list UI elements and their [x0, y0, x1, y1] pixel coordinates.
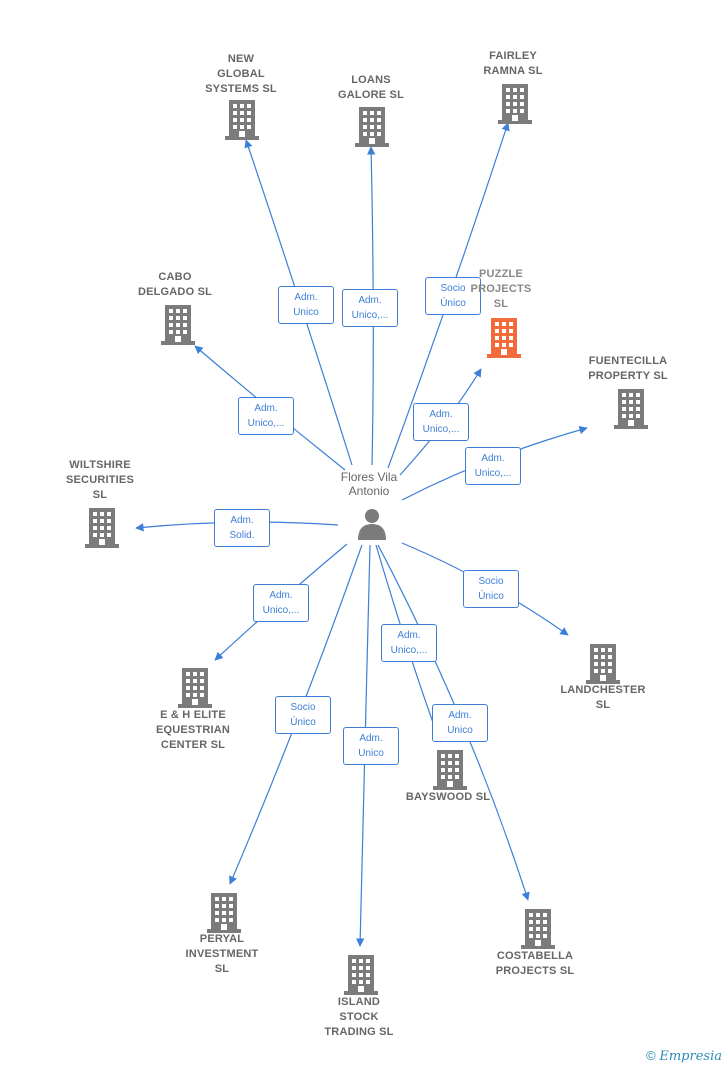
relation-badge-costabella[interactable]: Adm. Unico: [432, 704, 488, 742]
relation-badge-wiltshire[interactable]: Adm. Solid.: [214, 509, 270, 547]
relation-badge-cabo[interactable]: Adm. Unico,...: [238, 397, 294, 435]
relation-badge-eh-elite[interactable]: Adm. Unico,...: [253, 584, 309, 622]
building-icon[interactable]: [355, 107, 389, 147]
company-label-island[interactable]: ISLAND STOCK TRADING SL: [324, 996, 394, 1038]
person-icon[interactable]: [355, 506, 389, 540]
company-label-costabella[interactable]: COSTABELLA PROJECTS SL: [495, 950, 575, 977]
relation-badge-landchester[interactable]: Socio Único: [463, 570, 519, 608]
relation-badge-fairley[interactable]: Socio Único: [425, 277, 481, 315]
building-icon[interactable]: [85, 508, 119, 548]
company-label-eh-elite[interactable]: E & H ELITE EQUESTRIAN CENTER SL: [155, 709, 231, 751]
company-label-peryal[interactable]: PERYAL INVESTMENT SL: [185, 933, 259, 975]
company-label-wiltshire[interactable]: WILTSHIRE SECURITIES SL: [65, 459, 134, 501]
company-label-loans-galore[interactable]: LOANS GALORE SL: [338, 74, 404, 101]
center-person-label[interactable]: Flores Vila Antonio: [340, 470, 398, 498]
building-icon[interactable]: [521, 909, 555, 949]
building-icon[interactable]: [433, 750, 467, 790]
copyright-symbol: ©: [646, 1048, 656, 1063]
building-icon[interactable]: [586, 644, 620, 684]
relation-badge-fuentecilla[interactable]: Adm. Unico,...: [465, 447, 521, 485]
building-icon[interactable]: [498, 84, 532, 124]
relation-badge-bayswood[interactable]: Adm. Unico,...: [381, 624, 437, 662]
company-label-puzzle[interactable]: PUZZLE PROJECTS SL: [470, 268, 532, 310]
relation-badge-loans-galore[interactable]: Adm. Unico,...: [342, 289, 398, 327]
copyright: © Empresia: [646, 1048, 722, 1064]
relation-badge-island[interactable]: Adm. Unico: [343, 727, 399, 765]
company-label-bayswood[interactable]: BAYSWOOD SL: [405, 791, 491, 803]
brand-logo[interactable]: Empresia: [659, 1049, 722, 1064]
company-label-new-global[interactable]: NEW GLOBAL SYSTEMS SL: [205, 53, 277, 95]
company-label-landchester[interactable]: LANDCHESTER SL: [560, 684, 646, 711]
building-icon[interactable]: [344, 955, 378, 995]
company-label-fairley[interactable]: FAIRLEY RAMNA SL: [483, 50, 543, 77]
building-icon[interactable]: [487, 318, 521, 358]
building-icon[interactable]: [161, 305, 195, 345]
relation-badge-new-global[interactable]: Adm. Unico: [278, 286, 334, 324]
building-icon[interactable]: [225, 100, 259, 140]
building-icon[interactable]: [178, 668, 212, 708]
relation-badge-peryal[interactable]: Socio Único: [275, 696, 331, 734]
relation-badge-puzzle[interactable]: Adm. Unico,...: [413, 403, 469, 441]
company-label-cabo[interactable]: CABO DELGADO SL: [137, 271, 213, 298]
building-icon[interactable]: [614, 389, 648, 429]
company-label-fuentecilla[interactable]: FUENTECILLA PROPERTY SL: [588, 355, 668, 382]
building-icon[interactable]: [207, 893, 241, 933]
